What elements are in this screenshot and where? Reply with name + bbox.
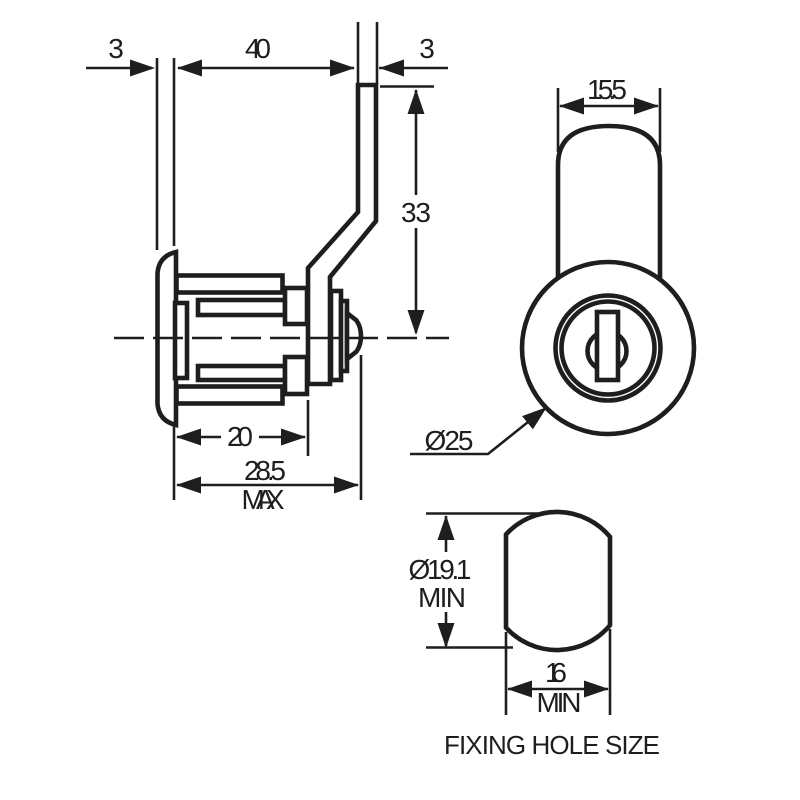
- dim-cam-thickness: 3: [379, 33, 448, 77]
- dim-label: 16: [545, 657, 567, 688]
- rear-boss-bottom: [282, 354, 310, 397]
- cam-lever-outline: [305, 82, 379, 387]
- dim-label: 40: [245, 33, 271, 64]
- arrowhead-left: [176, 476, 201, 494]
- arrowhead-up-right: [522, 407, 547, 430]
- dim-cam-height: 33: [401, 89, 431, 335]
- dim-qualifier: MIN: [418, 582, 466, 613]
- arrowhead-right: [584, 680, 609, 698]
- fixing-hole-outline: [503, 509, 613, 653]
- lock-body-outline: [555, 123, 663, 281]
- arrowhead-left: [507, 680, 532, 698]
- plug-ring-inner: [559, 299, 657, 397]
- inner-cylinder-top: [195, 297, 288, 318]
- dim-qualifier: MIN: [537, 687, 582, 718]
- dim-qualifier: MAX: [242, 484, 285, 515]
- dim-label: 33: [401, 197, 431, 228]
- arrowhead-left: [379, 59, 404, 77]
- keyway-slot: [594, 309, 621, 383]
- arrowhead-left: [559, 97, 584, 115]
- dim-label: Ø19.1: [409, 554, 472, 585]
- barrel-neck: [172, 300, 190, 381]
- leader-line: [410, 408, 544, 456]
- arrowhead-right: [330, 59, 355, 77]
- dim-body-width: 15.5: [556, 74, 662, 152]
- dim-label: 3: [419, 33, 435, 64]
- arrowhead-left: [177, 59, 202, 77]
- barrel-bottom-bar: [174, 384, 285, 406]
- dim-body-to-cam: 40: [177, 33, 355, 77]
- rear-boss-top: [282, 285, 310, 327]
- arrowhead-up: [437, 515, 455, 540]
- dim-thread-length: 20: [176, 421, 306, 452]
- inner-cylinder-bottom: [195, 363, 288, 383]
- arrowhead-left: [176, 428, 201, 446]
- dim-label: 15.5: [587, 74, 627, 105]
- dim-label: 28.5: [244, 455, 286, 486]
- arrowhead-up: [407, 89, 425, 114]
- arrowhead-down: [407, 310, 425, 335]
- arrowhead-right: [281, 428, 306, 446]
- front-view: 15.5 Ø25: [410, 74, 697, 456]
- dim-label: 20: [227, 421, 253, 452]
- spindle-dome-nut: [344, 308, 364, 364]
- dim-overall-length: 28.5 MAX: [176, 455, 359, 515]
- dim-flange-thickness: 3: [86, 33, 155, 77]
- dim-hole-width: 16 MIN: [504, 629, 612, 718]
- arrowhead-down: [437, 623, 455, 648]
- arrowhead-right: [634, 97, 659, 115]
- dim-label: 3: [108, 33, 124, 64]
- dim-face-diameter: Ø25: [410, 407, 547, 456]
- fixing-hole-view: Ø19.1 MIN 16 MIN FIXING HOLE SIZE: [409, 509, 660, 760]
- dim-hole-diameter: Ø19.1 MIN: [409, 512, 538, 649]
- arrowhead-right: [130, 59, 155, 77]
- barrel-top-bar: [174, 273, 285, 295]
- fixing-hole-caption: FIXING HOLE SIZE: [444, 730, 660, 760]
- dim-label: Ø25: [425, 425, 474, 456]
- arrowhead-right: [334, 476, 359, 494]
- side-view: 3 40 3 33 20: [86, 22, 449, 515]
